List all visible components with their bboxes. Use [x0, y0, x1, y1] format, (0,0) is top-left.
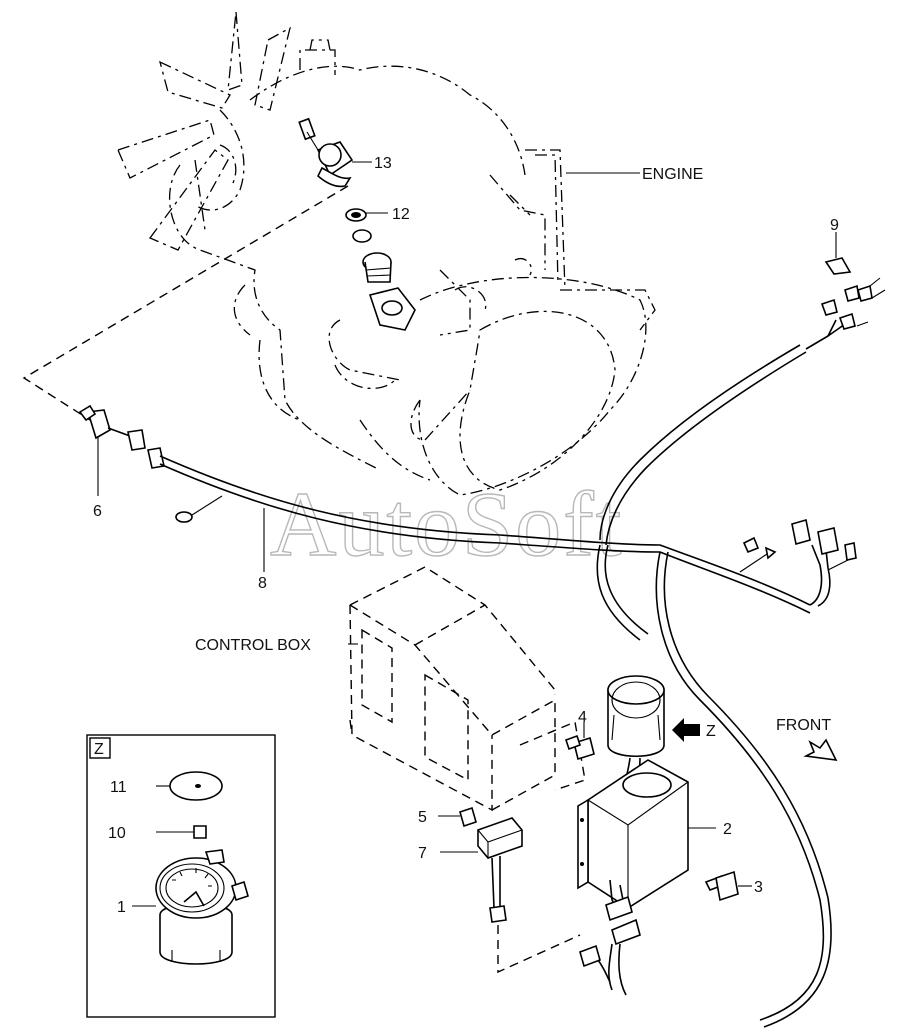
gauge-harness-part — [579, 879, 641, 996]
hour-meter-gauge-part — [607, 675, 665, 806]
oil-pressure-switch-part — [298, 117, 372, 188]
nut-part — [438, 806, 477, 828]
engine-label: ENGINE — [642, 166, 703, 183]
adapter-fitting-part — [352, 229, 416, 331]
control-box-label: CONTROL BOX — [195, 637, 311, 654]
callout-1: 1 — [117, 899, 126, 916]
control-box-outline — [349, 566, 586, 812]
callout-8: 8 — [258, 575, 267, 592]
callout-11: 11 — [110, 779, 127, 796]
callout-12: 12 — [392, 206, 410, 223]
washer-part — [345, 208, 388, 222]
callout-9: 9 — [830, 217, 839, 234]
screw-part — [564, 722, 595, 761]
watermark-text: AutoSoft — [270, 473, 623, 575]
callout-2: 2 — [723, 821, 732, 838]
callout-7: 7 — [418, 845, 427, 862]
sender-wire-cable — [78, 232, 886, 1028]
view-z-arrow-label: Z — [706, 723, 716, 740]
callout-10: 10 — [108, 825, 126, 842]
gauge-wire-dashed — [497, 925, 581, 974]
sensor-leader-dashed — [22, 185, 349, 421]
callout-6: 6 — [93, 503, 102, 520]
leader-lines — [97, 172, 716, 829]
callout-3: 3 — [754, 879, 763, 896]
front-label: FRONT — [776, 717, 831, 734]
resistor-part — [440, 817, 523, 923]
view-z-box-label: Z — [94, 741, 104, 758]
view-z-arrow-icon — [672, 718, 700, 742]
front-arrow-icon — [803, 738, 838, 761]
view-z-inset — [86, 734, 276, 1018]
callout-4: 4 — [578, 709, 587, 726]
bolt-part — [704, 870, 752, 902]
engine-outline — [117, 11, 656, 496]
gauge-bracket-part — [577, 759, 689, 909]
callout-5: 5 — [418, 809, 427, 826]
callout-13: 13 — [374, 155, 392, 172]
